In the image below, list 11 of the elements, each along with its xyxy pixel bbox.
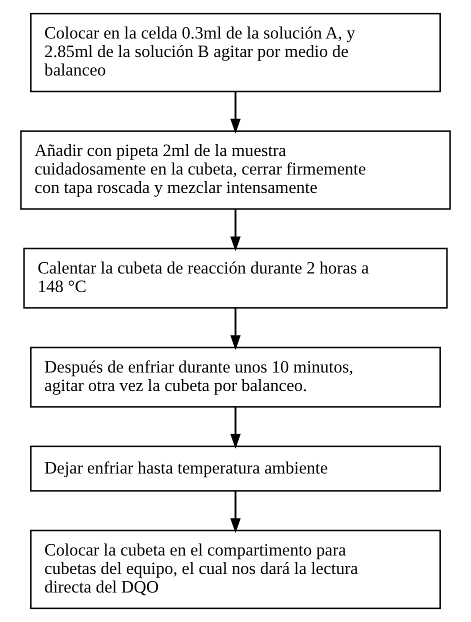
arrow <box>230 308 241 350</box>
arrow <box>230 209 241 252</box>
node-box: Añadir con pipeta 2ml de la muestra cuidadosamente en la cubeta, cerrar firmemente con tapa roscada y mezclar intensamente <box>20 130 451 210</box>
arrow <box>230 92 241 134</box>
node-box: Colocar en la celda 0.3ml de la solución A, y 2.85ml de la solución B agitar por medio de balanceo <box>30 12 441 92</box>
node-box: Dejar enfriar hasta temperatura ambiente <box>30 446 441 492</box>
node-box: Calentar la cubeta de reacción durante 2 horas a 148 °C <box>23 248 448 309</box>
arrow <box>230 407 241 449</box>
node-box: Después de enfriar durante unos 10 minutos, agitar otra vez la cubeta por balanceo. <box>30 346 441 408</box>
node-box: Colocar la cubeta en el compartimento para cubetas del equipo, el cual nos dará la lectura directa del DQO <box>30 530 441 610</box>
arrow <box>230 491 241 534</box>
